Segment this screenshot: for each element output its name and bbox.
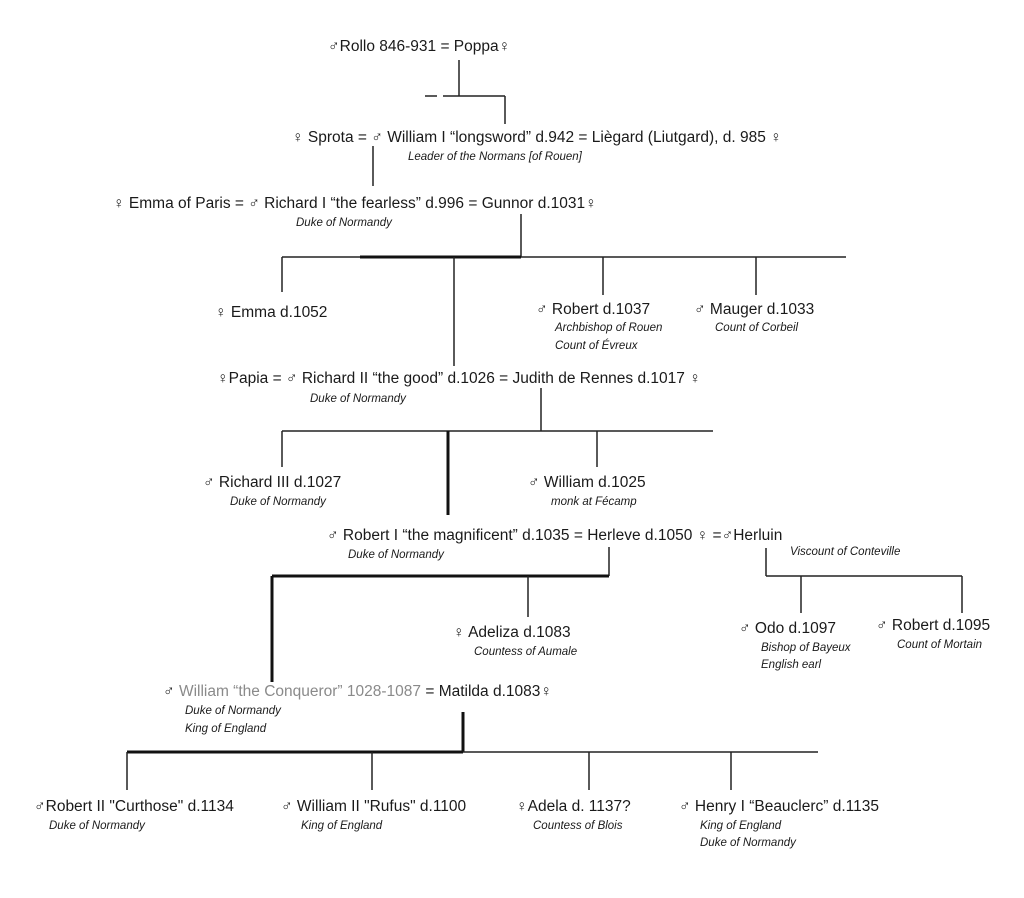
- conqueror-title-1: Duke of Normandy: [185, 705, 282, 717]
- william-longsword-node: ♀ Sprota = ♂ William I “longsword” d.942…: [292, 129, 782, 146]
- adela-node: ♀Adela d. 1137?: [516, 798, 631, 815]
- odo-title-1: Bishop of Bayeux: [761, 642, 852, 654]
- emma-node: ♀ Emma d.1052: [215, 304, 327, 321]
- conqueror-title-2: King of England: [185, 723, 267, 735]
- adeliza-title: Countess of Aumale: [474, 646, 577, 658]
- richard-iii-node: ♂ Richard III d.1027: [203, 474, 341, 491]
- robert-ii-title: Duke of Normandy: [49, 820, 146, 832]
- robert-archbishop-title-1: Archbishop of Rouen: [554, 322, 662, 334]
- connector-lines: [126, 60, 963, 790]
- richard-ii-node: ♀Papia = ♂ Richard II “the good” d.1026 …: [217, 370, 701, 387]
- adela-title: Countess of Blois: [533, 820, 623, 832]
- conqueror-name: William “the Conqueror” 1028-1087: [179, 683, 421, 700]
- robert-mortain-title: Count of Mortain: [897, 639, 982, 651]
- mauger-node: ♂ Mauger d.1033: [694, 301, 814, 318]
- odo-title-2: English earl: [761, 659, 822, 671]
- henry-i-title-2: Duke of Normandy: [700, 837, 797, 849]
- robert-i-title: Duke of Normandy: [348, 549, 445, 561]
- robert-archbishop-node: ♂ Robert d.1037: [536, 301, 650, 318]
- robert-archbishop-title-2: Count of Évreux: [555, 339, 639, 352]
- mauger-title: Count of Corbeil: [715, 322, 799, 334]
- william-longsword-title: Leader of the Normans [of Rouen]: [408, 151, 583, 163]
- robert-mortain-node: ♂ Robert d.1095: [876, 617, 990, 634]
- richard-i-node: ♀ Emma of Paris = ♂ Richard I “the fearl…: [113, 195, 597, 212]
- odo-node: ♂ Odo d.1097: [739, 620, 836, 637]
- robert-ii-node: ♂Robert II "Curthose" d.1134: [34, 798, 234, 815]
- conqueror-symbol: ♂: [163, 683, 179, 700]
- william-rufus-title: King of England: [301, 820, 383, 832]
- richard-iii-title: Duke of Normandy: [230, 496, 327, 508]
- conqueror-spouse: = Matilda d.1083♀: [421, 683, 552, 700]
- rollo-node: ♂Rollo 846-931 = Poppa♀: [328, 38, 510, 55]
- william-rufus-node: ♂ William II "Rufus" d.1100: [281, 798, 467, 815]
- henry-i-title-1: King of England: [700, 820, 782, 832]
- william-monk-node: ♂ William d.1025: [528, 474, 646, 491]
- richard-i-title: Duke of Normandy: [296, 217, 393, 229]
- adeliza-node: ♀ Adeliza d.1083: [453, 624, 571, 641]
- william-monk-title: monk at Fécamp: [551, 496, 637, 508]
- henry-i-node: ♂ Henry I “Beauclerc” d.1135: [679, 798, 879, 815]
- robert-i-node: ♂ Robert I “the magnificent” d.1035 = He…: [327, 527, 782, 544]
- richard-ii-title: Duke of Normandy: [310, 393, 407, 405]
- william-conqueror-node: ♂ William “the Conqueror” 1028-1087 = Ma…: [163, 683, 552, 700]
- herluin-title: Viscount of Conteville: [790, 546, 900, 558]
